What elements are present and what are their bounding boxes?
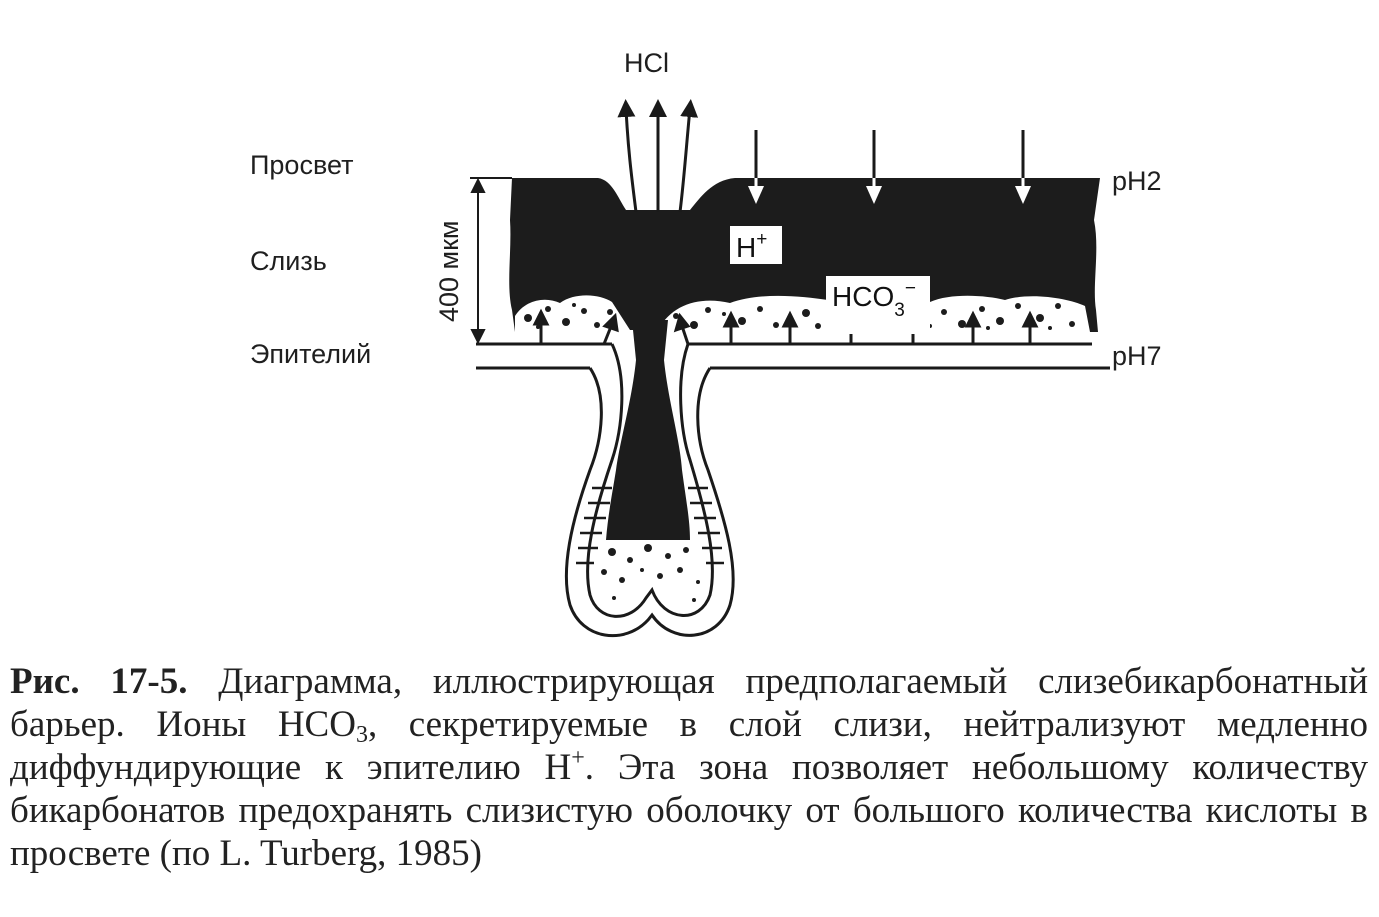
hcl-arrow-up-icon [626,108,690,212]
ph-bottom-label: pH7 [1112,341,1162,371]
h-ion-arrow-shafts [756,130,1023,178]
figure-caption: Рис. 17-5. Диаграмма, иллюстрирующая пре… [10,660,1368,875]
lumen-label: Просвет [250,150,353,180]
mucus-bicarbonate-barrier-diagram: 400 мкм H+ HCO3− HCl Просвет Слизь Эпите… [0,0,1379,650]
caption-superscript: + [571,745,585,771]
hcl-label: HCl [624,48,669,78]
thickness-bracket [470,178,512,342]
figure-number: Рис. 17-5. [10,661,187,702]
thickness-label: 400 мкм [434,221,464,323]
mucus-label: Слизь [250,246,327,276]
epithelium-label: Эпителий [250,339,371,369]
ph-top-label: pH2 [1112,166,1162,196]
caption-subscript: 3 [356,722,368,748]
